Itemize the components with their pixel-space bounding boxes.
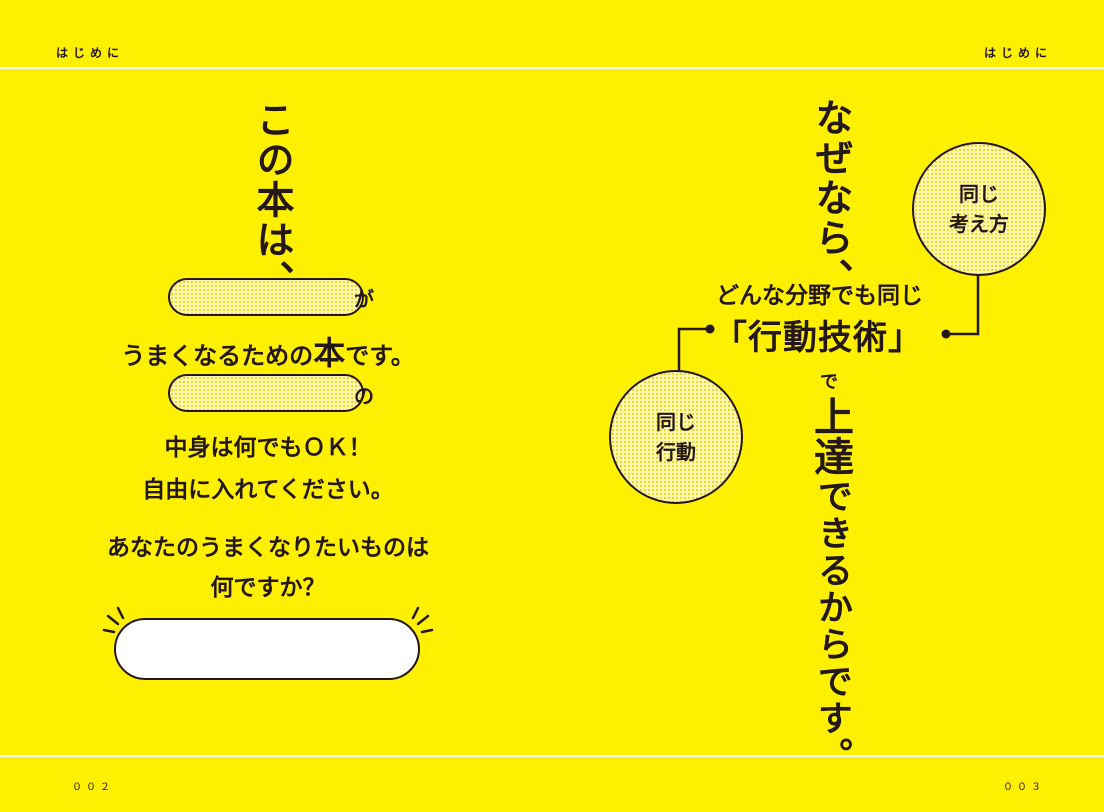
caption-any-field: どんな分野でも同じ xyxy=(716,283,923,309)
left-vertical-title: この本は、 xyxy=(250,100,294,300)
circle-same-action-line1: 同じ xyxy=(656,410,696,434)
headline-action-technique: 「行動技術」 xyxy=(713,318,923,358)
bottom-rule xyxy=(0,755,1104,757)
circle-same-action: 同じ 行動 xyxy=(609,370,743,504)
circle-same-thinking-line2: 考え方 xyxy=(949,212,1009,236)
circle-same-thinking-line1: 同じ xyxy=(959,182,999,206)
circle-same-action-line2: 行動 xyxy=(656,440,696,464)
right-vertical-intro: なぜなら、 xyxy=(809,98,853,298)
purpose-line-post: です。 xyxy=(345,342,415,370)
purpose-line-pre: うまくなるための xyxy=(121,342,314,370)
vertical-improve: 上達 xyxy=(807,396,853,476)
answer-emphasis-marks xyxy=(102,606,434,634)
particle-ga: が xyxy=(354,287,374,311)
content-ok-line: 中身は何でもＯＫ！ xyxy=(164,435,372,461)
page-number-right: ００３ xyxy=(1003,782,1045,793)
running-header-right: はじめに xyxy=(984,46,1053,60)
question-line-1: あなたのうまくなりたいものは xyxy=(107,535,429,561)
purpose-line-emphasis: 本 xyxy=(313,334,346,372)
vertical-because-you-can: できるからです。 xyxy=(812,478,852,774)
connector-lines xyxy=(677,274,980,372)
question-line-2: 何ですか？ xyxy=(210,575,326,601)
circle-same-thinking: 同じ 考え方 xyxy=(912,142,1046,276)
blank-pill-2 xyxy=(168,374,364,412)
answer-box[interactable] xyxy=(114,618,420,680)
particle-de: で xyxy=(820,372,838,393)
purpose-line: うまくなるための本です。 xyxy=(0,328,536,374)
top-rule xyxy=(0,67,1104,69)
page-number-left: ００２ xyxy=(72,782,114,793)
fill-in-line: 自由に入れてください。 xyxy=(142,477,394,503)
blank-pill-1 xyxy=(168,278,364,316)
particle-no: の xyxy=(354,384,374,408)
running-header-left: はじめに xyxy=(56,46,125,60)
